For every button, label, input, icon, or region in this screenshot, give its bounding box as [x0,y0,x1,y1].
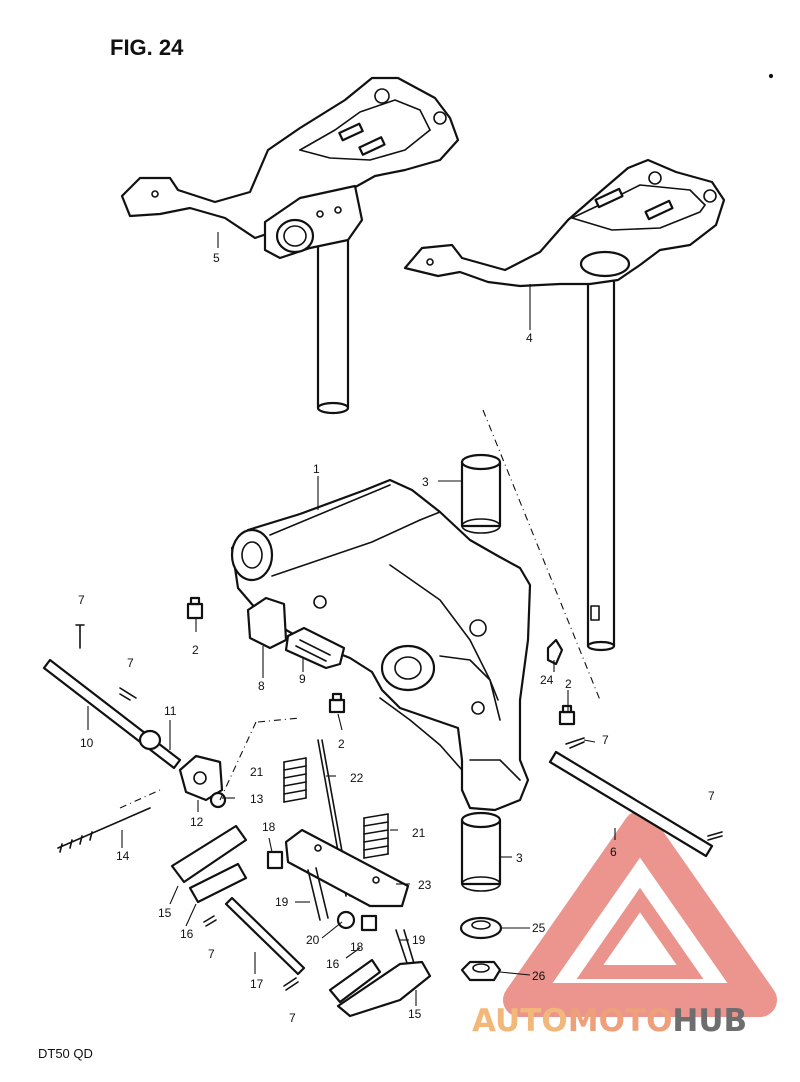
part-3-bushing-lower [460,811,502,892]
label-15a: 15 [158,906,172,920]
part-15-lever-left [170,824,248,884]
label-16b: 16 [326,957,340,971]
label-7f: 7 [289,1011,296,1025]
label-7d: 7 [708,789,715,803]
label-11: 11 [164,704,177,718]
part-7-cotter-pin-f [283,977,299,991]
label-3a: 3 [422,475,429,489]
part-18-collar-a [266,850,284,870]
part-16-link-right [328,958,382,1004]
part-2-grease-nipple-c [558,704,576,726]
label-7c: 7 [602,733,609,747]
watermark-inner-triangle [576,887,704,979]
label-12: 12 [190,815,204,829]
watermark-moto: MOTO [568,1003,673,1039]
figure-title: FIG. 24 [110,35,184,60]
label-6: 6 [610,845,617,859]
part-9-friction-pad [284,626,346,670]
label-17: 17 [250,977,264,991]
part-2-grease-nipple-b [328,692,346,714]
label-23: 23 [418,878,432,892]
part-25-washer [459,916,503,940]
part-14-bolt [57,807,151,853]
part-26-nut [460,960,502,982]
label-2b: 2 [338,737,345,751]
part-16-link-left [188,862,248,904]
label-2c: 2 [565,677,572,691]
part-7-cotter-pin-d [707,831,723,841]
label-19b: 19 [412,933,426,947]
part-4-swivel-bracket-shaft [403,158,726,652]
part-7-cotter-pin-b [119,687,137,701]
part-18-collar-b [360,914,378,932]
part-12-lock-lever [178,754,227,809]
leader-lines [87,232,616,1006]
watermark-logo: AUTOMOTOHUB [472,811,777,1039]
label-10: 10 [80,736,94,750]
label-4: 4 [526,331,533,345]
label-3b: 3 [516,851,523,865]
part-21-spring-upper [283,757,307,803]
part-20-roller [336,910,356,930]
label-24: 24 [540,673,554,687]
label-1: 1 [313,462,320,476]
label-9: 9 [299,672,306,686]
label-21b: 21 [412,826,426,840]
part-19-spring-clip-a [307,867,329,921]
part-10-tilt-rod [42,658,182,770]
stray-mark [768,73,774,79]
part-15-lever-right [336,960,432,1018]
label-19a: 19 [275,895,289,909]
label-15b: 15 [408,1007,422,1021]
part-number-labels: 1 2 2 2 3 3 4 5 6 7 7 7 7 7 7 8 9 10 11 … [78,251,715,1025]
label-2a: 2 [192,643,199,657]
shaft-centerline [482,409,601,701]
svg-text:AUTOMOTOHUB: AUTOMOTOHUB [472,1003,747,1039]
part-7-cotter-pin-a [75,624,85,649]
label-20: 20 [306,933,320,947]
label-5: 5 [213,251,220,265]
part-24-clip [546,638,564,666]
part-1-clamp-bracket [230,478,532,812]
label-14: 14 [116,849,130,863]
watermark-auto: AUTO [472,1003,568,1039]
label-7a: 7 [78,593,85,607]
part-23-lock-plate [284,828,410,908]
part-2-grease-nipple-a [186,596,204,620]
model-code: DT50 QD [38,1046,93,1061]
part-8-bracket-pad [246,596,288,650]
label-25: 25 [532,921,546,935]
label-16a: 16 [180,927,194,941]
label-8: 8 [258,679,265,693]
label-26: 26 [532,969,546,983]
part-6-tilt-rod [548,750,714,858]
label-21a: 21 [250,765,264,779]
watermark-triangle [503,811,777,1017]
label-18b: 18 [350,940,364,954]
label-7b: 7 [127,656,134,670]
part-17-shaft [224,896,306,976]
part-7-cotter-pin-c [565,737,585,749]
label-7e: 7 [208,947,215,961]
watermark-hub: HUB [672,1003,747,1039]
label-13: 13 [250,792,264,806]
part-21-spring-lower [363,813,389,859]
label-22: 22 [350,771,364,785]
part-7-cotter-pin-e [203,915,217,927]
label-18a: 18 [262,820,276,834]
part-5-swivel-bracket [120,76,460,415]
part-3-bushing-upper [460,453,502,534]
